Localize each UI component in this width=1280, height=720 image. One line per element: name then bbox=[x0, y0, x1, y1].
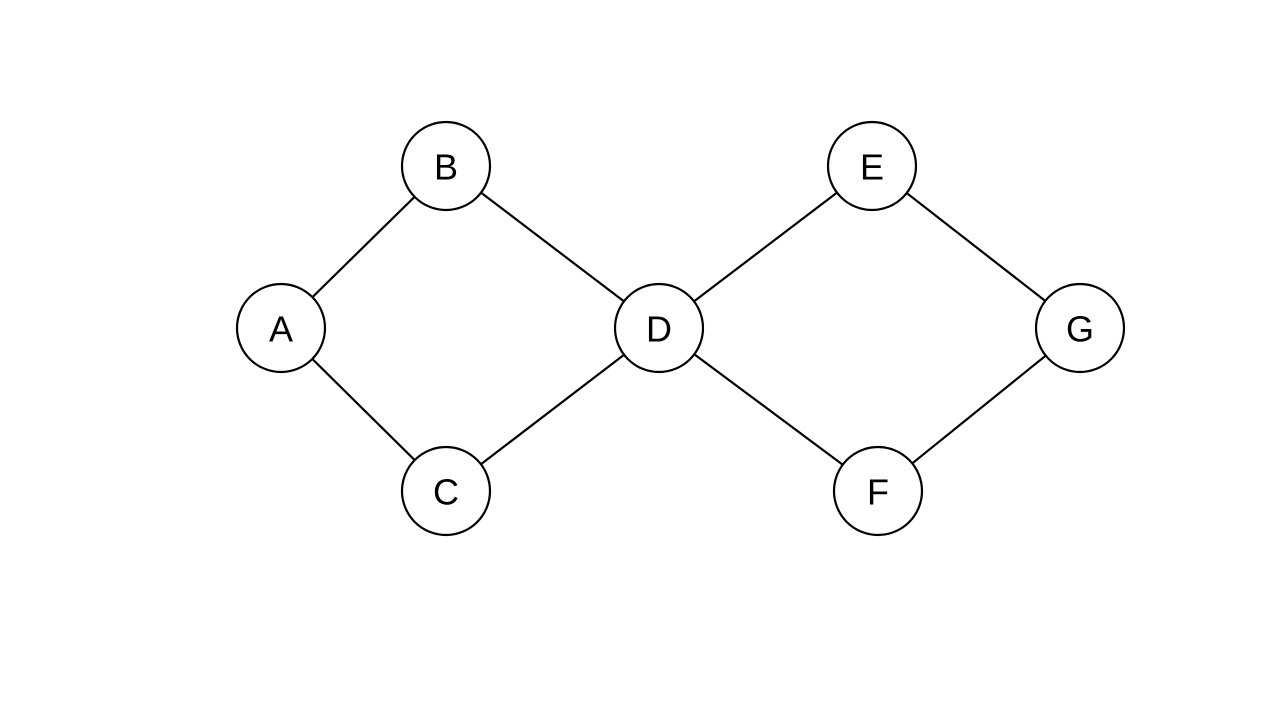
node-label: C bbox=[433, 472, 459, 513]
node-c: C bbox=[400, 445, 492, 537]
node-circle bbox=[400, 120, 492, 212]
edge-d-f bbox=[658, 327, 879, 492]
node-label: A bbox=[269, 309, 293, 350]
node-circle bbox=[1034, 282, 1126, 374]
node-a: A bbox=[235, 282, 327, 374]
node-circle bbox=[613, 282, 705, 374]
node-g: G bbox=[1034, 282, 1126, 374]
node-circle bbox=[235, 282, 327, 374]
node-label: G bbox=[1066, 309, 1094, 350]
node-label: F bbox=[867, 472, 889, 513]
node-label: B bbox=[434, 147, 458, 188]
node-label: D bbox=[646, 309, 672, 350]
node-circle bbox=[400, 445, 492, 537]
node-b: B bbox=[400, 120, 492, 212]
nodes-layer: A B C D E F G bbox=[235, 120, 1126, 537]
node-d: D bbox=[613, 282, 705, 374]
node-f: F bbox=[832, 445, 924, 537]
node-label: E bbox=[860, 147, 884, 188]
node-circle bbox=[832, 445, 924, 537]
node-e: E bbox=[826, 120, 918, 212]
node-circle bbox=[826, 120, 918, 212]
